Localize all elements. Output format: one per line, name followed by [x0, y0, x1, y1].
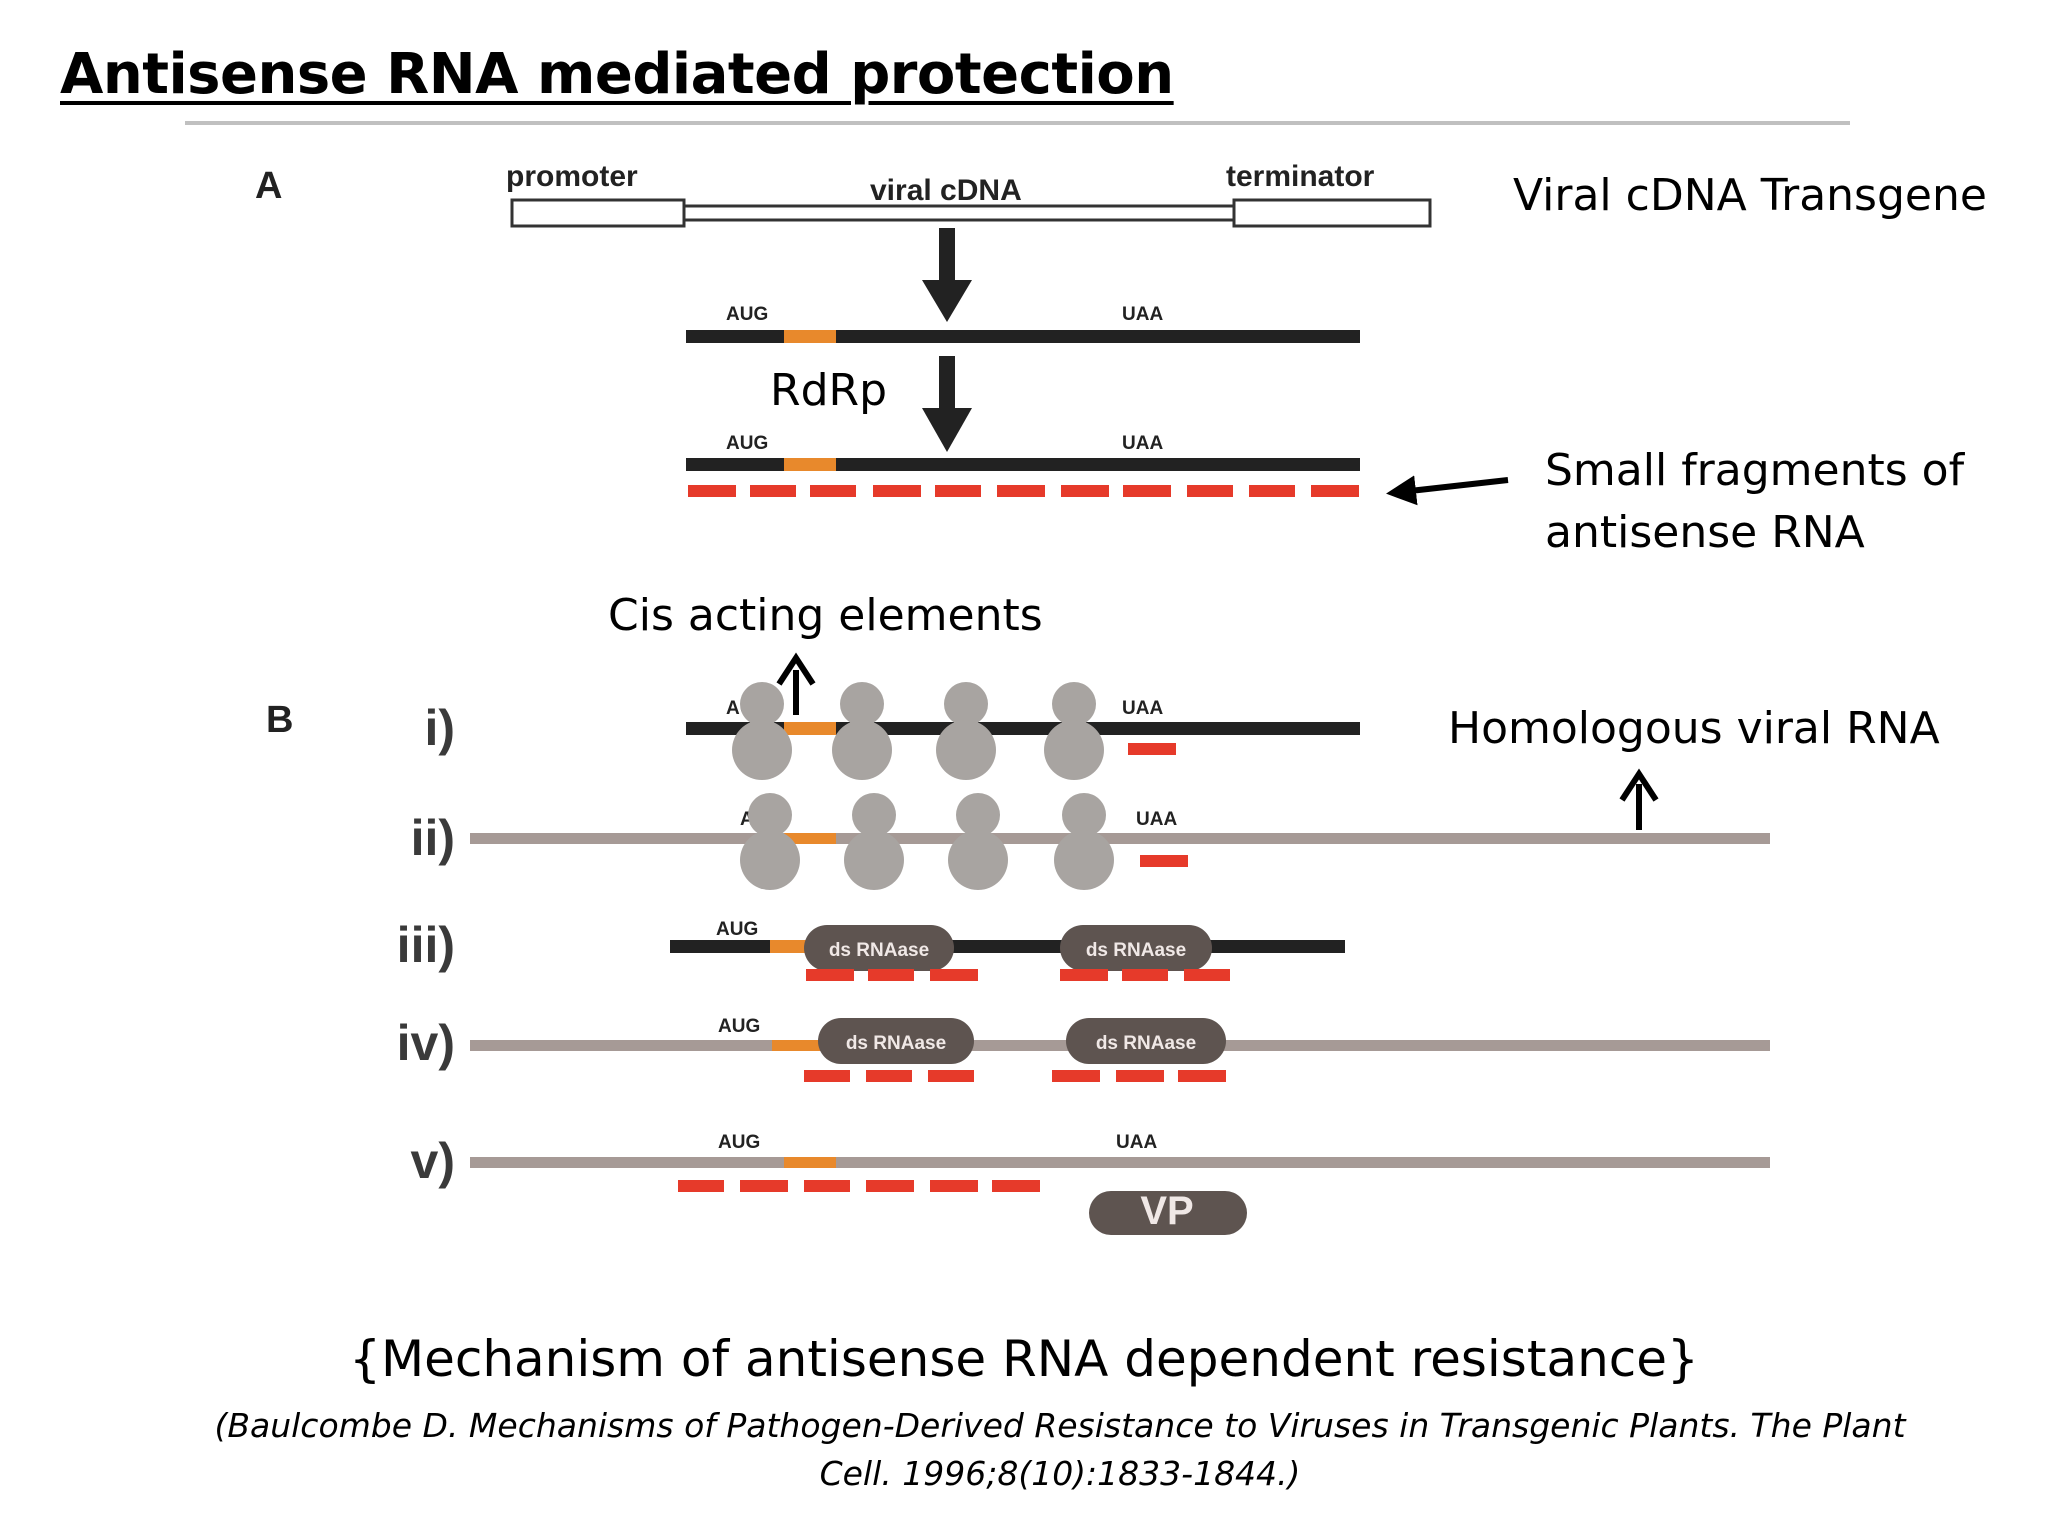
antisense-stop-codon: UAA	[1122, 433, 1163, 454]
svg-text:AUG: AUG	[718, 1132, 760, 1153]
vp-protein	[1089, 1191, 1247, 1235]
row-iv-enzyme-1: ds RNAase	[846, 1033, 946, 1054]
vp-label: VP	[1140, 1189, 1193, 1233]
title-divider	[185, 121, 1850, 125]
row-iii-mrna: AUG ds RNAase ds RNAase	[670, 919, 1345, 981]
row-label-i: i)	[424, 700, 455, 756]
row-label-v: v)	[411, 1133, 455, 1189]
terminator-box	[1232, 198, 1432, 228]
row-v-viral-rna: AUG UAA VP	[470, 1132, 1770, 1235]
svg-text:AUG: AUG	[718, 1016, 760, 1037]
panel-b-letter: B	[266, 699, 293, 741]
mechanism-diagram: A promoter viral cDNA terminator AUG UAA…	[255, 160, 1770, 1235]
row-label-iv: iv)	[397, 1015, 455, 1071]
row-iii-antisense	[806, 969, 1230, 981]
panel-a-letter: A	[255, 165, 282, 207]
homologous-rna-arrow	[1619, 768, 1659, 830]
antisense-start-codon: AUG	[726, 433, 768, 454]
row-v-antisense	[678, 1180, 1040, 1192]
homologous-rna-label: Homologous viral RNA	[1448, 703, 1940, 754]
rdrp-arrow	[922, 356, 972, 452]
promoter-label: promoter	[506, 160, 638, 193]
viral-cdna-label: viral cDNA	[870, 174, 1022, 207]
row-iii-enzyme-1: ds RNAase	[829, 940, 929, 961]
row-iv-viral-rna: AUG ds RNAase ds RNAase	[470, 1016, 1770, 1082]
fragments-pointer-arrow	[1386, 475, 1509, 506]
promoter-box	[510, 198, 686, 228]
svg-text:UAA: UAA	[1116, 1132, 1157, 1153]
cis-elements-arrow	[776, 652, 816, 715]
viral-cdna-box	[682, 204, 1236, 222]
transcript-with-antisense: AUG UAA	[686, 433, 1360, 497]
transcript-stop-codon: UAA	[1122, 304, 1163, 325]
cis-elements-label: Cis acting elements	[608, 590, 1043, 641]
row-ii-antisense	[1140, 855, 1188, 867]
row-i-mrna: AUG UAA	[686, 682, 1360, 780]
row-ii-viral-rna: AUG UAA	[470, 793, 1770, 890]
fragments-label: Small fragments of antisense RNA	[1545, 445, 1965, 558]
antisense-fragments	[688, 485, 1359, 497]
row-iv-antisense	[804, 1070, 1226, 1082]
svg-text:UAA: UAA	[1122, 698, 1163, 719]
row-label-ii: ii)	[411, 810, 455, 866]
transcription-arrow	[922, 228, 972, 322]
citation: (Baulcombe D. Mechanisms of Pathogen-Der…	[214, 1406, 1906, 1493]
sense-transcript: AUG UAA	[686, 304, 1360, 343]
transcript-start-codon: AUG	[726, 304, 768, 325]
row-i-ribosomes	[732, 682, 1104, 780]
svg-text:UAA: UAA	[1136, 809, 1177, 830]
row-iii-enzyme-2: ds RNAase	[1086, 940, 1186, 961]
terminator-label: terminator	[1226, 160, 1375, 193]
row-ii-ribosomes	[740, 793, 1114, 890]
row-label-iii: iii)	[397, 917, 455, 973]
rdrp-label: RdRp	[770, 365, 888, 416]
svg-text:AUG: AUG	[716, 919, 758, 940]
row-i-antisense	[1128, 743, 1176, 755]
row-iv-enzyme-2: ds RNAase	[1096, 1033, 1196, 1054]
slide-title: Antisense RNA mediated protection	[60, 42, 1174, 107]
figure-caption: {Mechanism of antisense RNA dependent re…	[349, 1330, 1699, 1388]
transgene-label: Viral cDNA Transgene	[1513, 170, 1987, 221]
